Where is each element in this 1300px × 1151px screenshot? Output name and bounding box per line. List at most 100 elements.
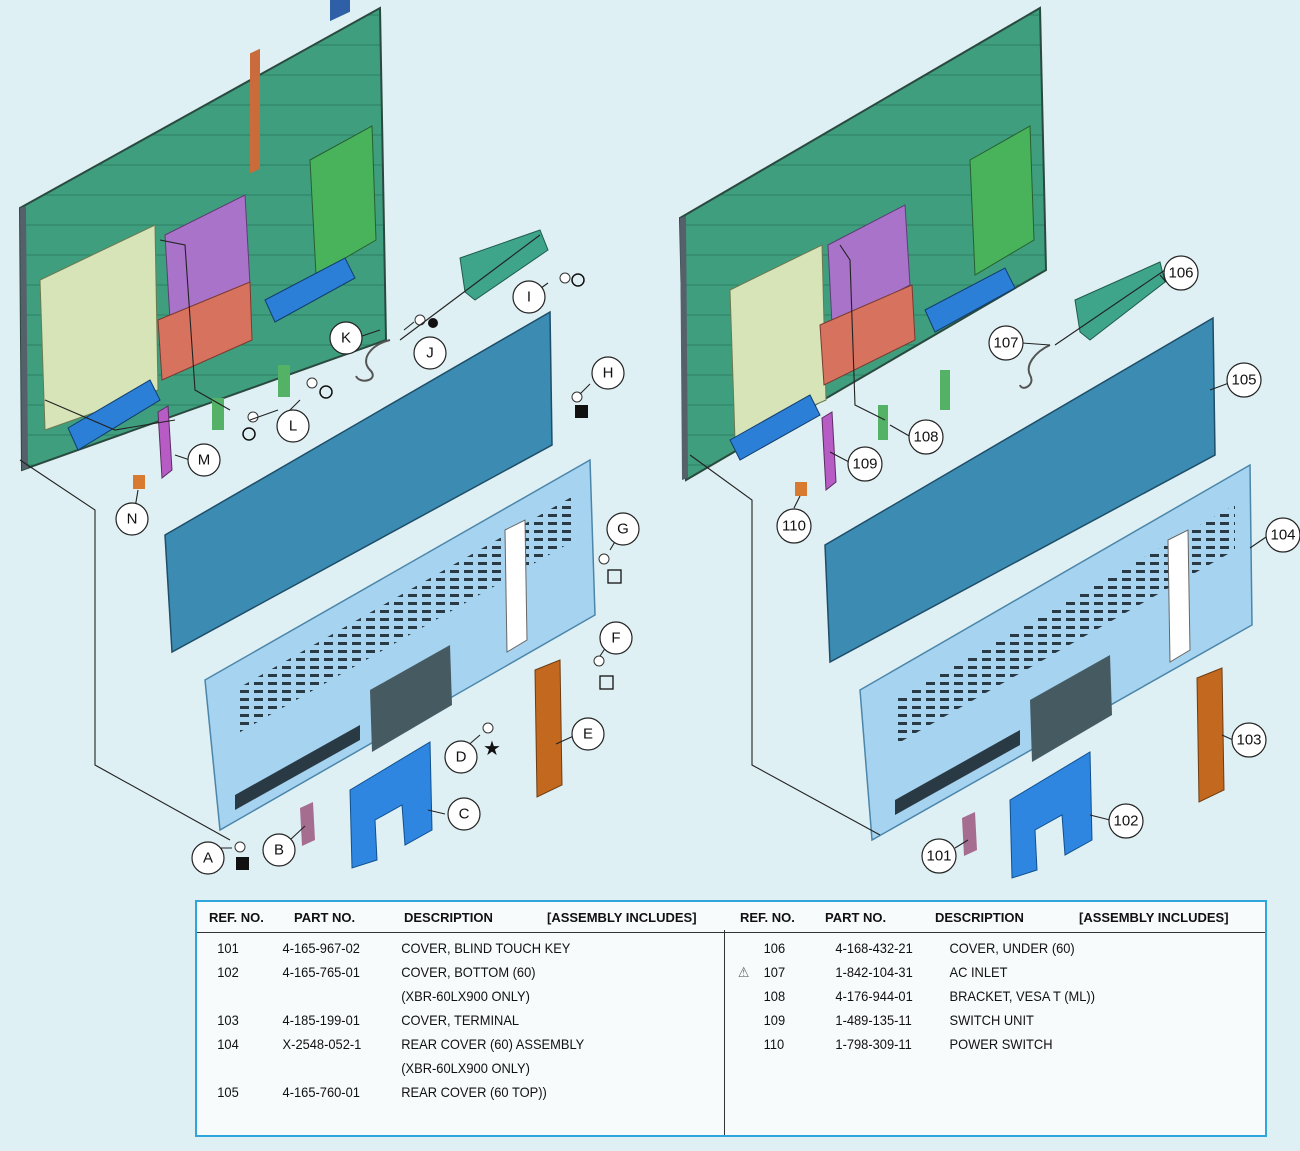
right-assembly: 101 102 103 104 105 106 107 108 109 110 — [678, 6, 1300, 879]
header-part-no: PART NO. — [294, 910, 356, 925]
svg-text:M: M — [198, 452, 211, 469]
callout-105: 105 — [1226, 362, 1262, 398]
left-assembly: ★ A B C D E F G H I J K L M N — [18, 0, 640, 875]
ref-no: 108 — [763, 988, 786, 1004]
red-board — [819, 284, 916, 386]
svg-text:N: N — [127, 511, 138, 528]
svg-text:108: 108 — [913, 429, 938, 446]
svg-text:J: J — [426, 345, 434, 362]
description: (XBR-60LX900 ONLY) — [401, 1060, 530, 1076]
callout-h: H — [591, 356, 625, 390]
callout-c: C — [447, 797, 481, 831]
header-assembly-includes: [ASSEMBLY INCLUDES] — [1079, 910, 1229, 925]
ref-no: 102 — [217, 964, 239, 980]
callout-110: 110 — [776, 508, 812, 544]
callout-103: 103 — [1231, 722, 1267, 758]
exploded-diagram: ★ A B C D E F G H I J K L M N — [18, 0, 1300, 879]
svg-text:K: K — [341, 330, 351, 347]
callout-i: I — [512, 280, 546, 314]
terminal-cover — [1196, 667, 1225, 803]
rear-cover-top — [824, 316, 1216, 664]
power-board — [39, 224, 159, 431]
description: POWER SWITCH — [949, 1036, 1053, 1052]
screw-code-open-square-icon — [599, 675, 614, 690]
svg-text:C: C — [459, 806, 470, 823]
part-no: 1-842-104-31 — [835, 964, 913, 980]
callout-107: 107 — [988, 325, 1024, 361]
description: AC INLET — [949, 964, 1008, 980]
red-board — [157, 281, 253, 381]
frame-bar — [250, 48, 260, 174]
callout-b: B — [262, 833, 296, 867]
callout-g: G — [606, 512, 640, 546]
speaker-left — [67, 379, 161, 451]
ref-no: 110 — [763, 1036, 785, 1052]
speaker-right — [264, 257, 356, 323]
svg-text:110: 110 — [782, 518, 806, 535]
svg-text:107: 107 — [993, 335, 1018, 352]
svg-text:101: 101 — [926, 848, 951, 865]
header-description: DESCRIPTION — [404, 910, 493, 925]
callout-f: F — [599, 621, 633, 655]
terminal-cover — [534, 659, 563, 798]
ref-no: 109 — [763, 1012, 786, 1028]
callout-102: 102 — [1108, 803, 1144, 839]
main-board — [969, 125, 1035, 276]
part-no: 4-176-944-01 — [835, 988, 913, 1004]
part-no: 4-165-967-02 — [282, 940, 360, 956]
parts-table: REF. NO. PART NO. DESCRIPTION [ASSEMBLY … — [195, 900, 1267, 1137]
main-board — [309, 125, 377, 276]
description: COVER, BLIND TOUCH KEY — [401, 940, 571, 956]
ref-no: 105 — [217, 1084, 239, 1100]
touch-key-cover — [300, 802, 315, 846]
ac-cable — [1019, 344, 1051, 389]
callout-101: 101 — [921, 838, 957, 874]
description: COVER, TERMINAL — [401, 1012, 520, 1028]
part-no: 1-489-135-11 — [835, 1012, 912, 1028]
part-no: X-2548-052-1 — [282, 1036, 362, 1052]
switch-unit-part — [157, 405, 173, 479]
svg-text:105: 105 — [1231, 372, 1256, 389]
vesa-bracket — [278, 365, 290, 397]
callout-104: 104 — [1265, 517, 1300, 553]
screw-code-filled-square-icon — [575, 405, 588, 418]
screw-icon — [234, 272, 610, 853]
screw-code-open-circle-icon — [242, 427, 256, 441]
ref-no: 101 — [217, 940, 239, 956]
header-ref-no: REF. NO. — [740, 910, 795, 925]
vesa-bracket — [940, 370, 950, 410]
bottom-cover — [349, 741, 433, 869]
ref-no: 104 — [217, 1036, 239, 1052]
callout-d: D — [444, 740, 478, 774]
power-switch-part — [133, 475, 145, 489]
callout-108: 108 — [908, 419, 944, 455]
header-part-no: PART NO. — [825, 910, 887, 925]
svg-text:A: A — [203, 850, 213, 867]
svg-text:B: B — [274, 842, 284, 859]
description: BRACKET, VESA T (ML)) — [949, 988, 1096, 1004]
svg-text:102: 102 — [1113, 813, 1138, 830]
speaker-left — [729, 394, 821, 461]
description: COVER, UNDER (60) — [949, 940, 1075, 956]
warning-icon: ⚠ — [737, 964, 750, 980]
rear-cover-top — [164, 310, 553, 654]
svg-text:I: I — [527, 289, 531, 306]
ref-no: 107 — [763, 964, 786, 980]
description: COVER, BOTTOM (60) — [401, 964, 536, 980]
callout-e: E — [571, 717, 605, 751]
power-board — [729, 244, 827, 441]
svg-text:D: D — [456, 749, 467, 766]
svg-text:H: H — [603, 365, 614, 382]
ref-no: 106 — [763, 940, 786, 956]
screw-code-open-circle-icon — [319, 385, 333, 399]
svg-text:106: 106 — [1168, 265, 1193, 282]
description: SWITCH UNIT — [949, 1012, 1034, 1028]
header-description: DESCRIPTION — [935, 910, 1024, 925]
description: REAR COVER (60 TOP)) — [401, 1084, 547, 1100]
bottom-cover — [1009, 751, 1093, 879]
callout-106: 106 — [1163, 255, 1199, 291]
ref-no: 103 — [217, 1012, 239, 1028]
screw-code-open-square-icon — [607, 569, 622, 584]
speaker-right — [924, 267, 1016, 333]
part-no: 4-168-432-21 — [835, 940, 913, 956]
